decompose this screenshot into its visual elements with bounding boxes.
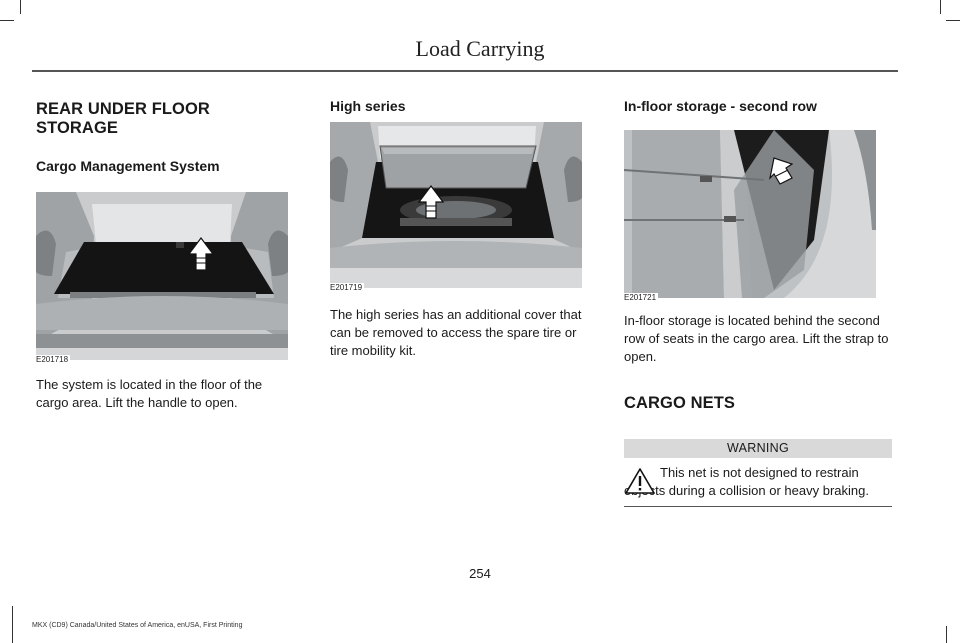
- subsection-title-high-series: High series: [330, 98, 406, 114]
- figure-code: E201718: [36, 355, 71, 364]
- page-number: 254: [469, 566, 491, 581]
- cargo-management-figure: E201718: [36, 192, 288, 364]
- crop-mark: [0, 20, 14, 21]
- in-floor-storage-figure: E201721: [623, 130, 876, 302]
- warning-rule: [624, 506, 892, 507]
- high-series-illustration: [330, 122, 582, 288]
- crop-mark: [12, 606, 13, 643]
- warning-label: WARNING: [624, 439, 892, 458]
- body-text-in-floor-storage: In-floor storage is located behind the s…: [624, 313, 889, 364]
- crop-mark: [946, 20, 960, 21]
- subsection-title-in-floor-storage: In-floor storage - second row: [624, 98, 817, 114]
- cargo-area-illustration: [36, 192, 288, 360]
- body-text-high-series: The high series has an additional cover …: [330, 307, 582, 358]
- crop-mark: [940, 0, 941, 14]
- figure-code: E201719: [330, 283, 365, 292]
- section-title-rear-under-floor-storage: REAR UNDER FLOOR STORAGE: [36, 100, 210, 137]
- footer-text: MKX (CD9) Canada/United States of Americ…: [32, 622, 243, 629]
- column-1: REAR UNDER FLOOR STORAGE Cargo Managemen…: [36, 96, 288, 412]
- subsection-title-cargo-management: Cargo Management System: [36, 158, 220, 174]
- high-series-figure: E201719: [330, 122, 582, 292]
- section-title-cargo-nets: CARGO NETS: [624, 394, 736, 412]
- warning-box: WARNING This net is not designed to rest…: [624, 439, 892, 507]
- second-row-storage-illustration: [623, 130, 876, 298]
- column-3: In-floor storage - second row E201721 In…: [623, 96, 894, 507]
- figure-code: E201721: [624, 293, 659, 302]
- page-header-title: Load Carrying: [415, 36, 545, 61]
- warning-text: This net is not designed to restrain obj…: [624, 465, 869, 498]
- column-2: High series E201719 The high series has …: [330, 96, 582, 360]
- crop-mark: [946, 626, 947, 643]
- body-text-cargo-management: The system is located in the floor of th…: [36, 377, 263, 410]
- crop-mark: [20, 0, 21, 14]
- header-rule: [32, 70, 898, 72]
- warning-body: This net is not designed to restrain obj…: [624, 458, 892, 500]
- warning-triangle-icon: [625, 468, 655, 494]
